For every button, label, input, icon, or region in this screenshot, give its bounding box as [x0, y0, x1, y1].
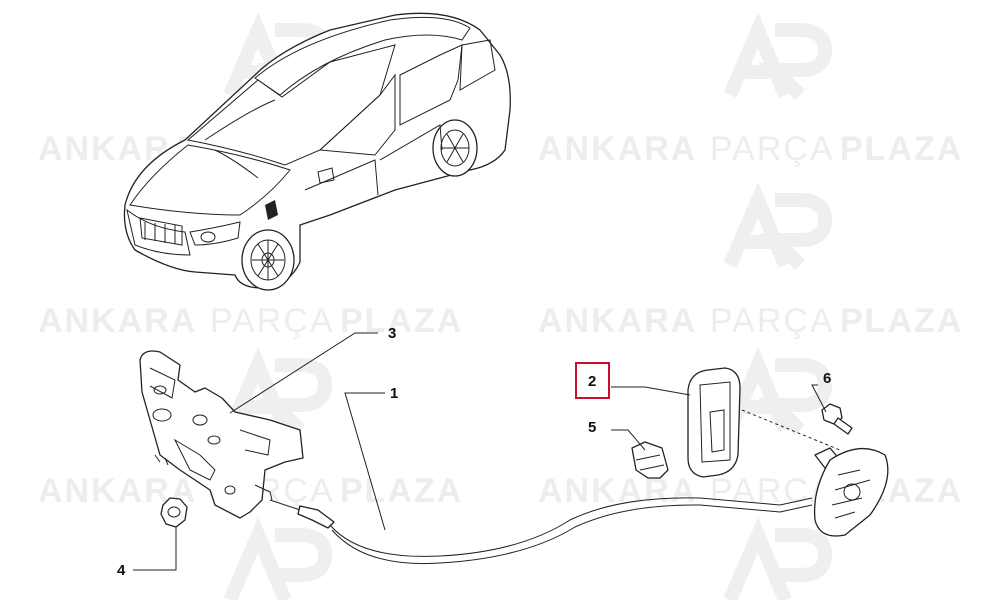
watermark-word: ANKARA — [538, 302, 697, 340]
callout-2: 2 — [588, 373, 596, 390]
watermark-word: ANKARA — [538, 472, 697, 510]
watermark-word: PLAZA — [340, 302, 463, 340]
watermark-word: PARÇA — [710, 472, 835, 510]
callout-3: 3 — [388, 325, 396, 342]
watermark-row: ANKARA PARÇA PLAZA ANKARA PARÇA PLAZA — [38, 302, 963, 340]
watermark-word: PARÇA — [210, 302, 335, 340]
callout-6: 6 — [823, 370, 831, 387]
callout-highlight-box — [575, 362, 610, 399]
nut-part — [160, 497, 188, 528]
hood-latch-bracket — [139, 350, 304, 519]
sedan-car-icon — [123, 12, 511, 291]
leader-lines — [133, 332, 827, 571]
watermark-word: PARÇA — [710, 302, 835, 340]
watermark-word: ANKARA — [38, 302, 197, 340]
callout-1: 1 — [390, 385, 398, 402]
watermark-word: PLAZA — [840, 302, 963, 340]
release-cable — [269, 497, 813, 565]
watermark-word: PARÇA — [710, 130, 835, 168]
watermark-word: PLAZA — [340, 472, 463, 510]
callout-5: 5 — [588, 419, 596, 436]
watermark-word: ANKARA — [538, 130, 697, 168]
watermark-word: PLAZA — [840, 130, 963, 168]
release-handle — [687, 367, 741, 478]
callout-4: 4 — [117, 562, 126, 579]
clip-part — [631, 441, 669, 479]
watermark-logo — [223, 12, 833, 600]
callouts: 3 1 4 5 6 2 — [117, 325, 831, 579]
lever-mechanism — [741, 409, 889, 537]
bolt-part — [821, 403, 853, 435]
